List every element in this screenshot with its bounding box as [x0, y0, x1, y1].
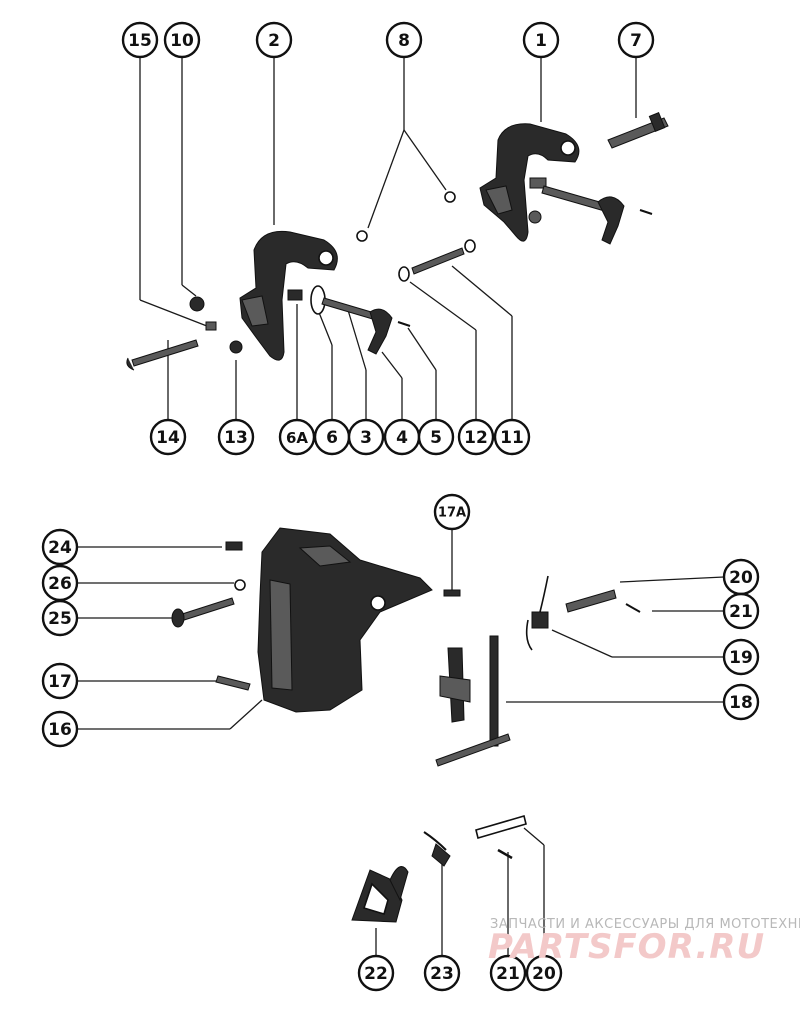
svg-text:24: 24	[48, 538, 72, 558]
callout-16: 16	[41, 710, 79, 748]
svg-text:3: 3	[360, 428, 372, 448]
svg-text:13: 13	[224, 428, 248, 448]
callout-24: 24	[41, 528, 79, 566]
clamp-screw-assembly-upper	[528, 177, 653, 245]
watermark-logo: PARTSFOR.RU	[488, 927, 765, 967]
svg-text:21: 21	[729, 602, 753, 622]
pin-11-and-washer-12	[398, 239, 476, 282]
svg-text:19: 19	[729, 648, 753, 668]
callout-5: 5	[417, 418, 455, 456]
callout-2: 2	[255, 21, 293, 59]
svg-text:23: 23	[430, 964, 454, 984]
svg-text:5: 5	[430, 428, 442, 448]
spacer-washers-8	[356, 191, 456, 242]
svg-text:17A: 17A	[438, 506, 466, 521]
svg-text:20: 20	[532, 964, 556, 984]
callout-8: 8	[385, 21, 423, 59]
svg-text:1: 1	[535, 31, 547, 51]
watermark-caption: ЗАПЧАСТИ И АКСЕССУАРЫ ДЛЯ МОТОТЕХНИКИ	[490, 917, 800, 932]
callout-6A: 6A	[278, 418, 316, 456]
callout-7: 7	[617, 21, 655, 59]
svg-text:21: 21	[496, 964, 520, 984]
nut-10-spring-15-nut-13	[189, 296, 243, 354]
clamp-bracket-1	[479, 123, 580, 242]
callout-20-bottom: 20	[525, 954, 563, 992]
svg-text:14: 14	[156, 428, 180, 448]
leader-lines	[78, 56, 725, 956]
callout-22: 22	[357, 954, 395, 992]
callout-26: 26	[41, 564, 79, 602]
svg-text:18: 18	[729, 693, 753, 713]
clamp-bracket-2	[239, 230, 338, 361]
svg-text:16: 16	[48, 720, 72, 740]
tilt-rod-14	[126, 339, 199, 371]
clamp-screw-assembly-lower	[287, 285, 411, 355]
callout-21-middle: 21	[722, 592, 760, 630]
callout-12: 12	[457, 418, 495, 456]
svg-text:2: 2	[268, 31, 280, 51]
callout-18: 18	[722, 683, 760, 721]
svg-text:26: 26	[48, 574, 72, 594]
tilt-lever-18	[435, 635, 511, 767]
svg-text:6A: 6A	[286, 429, 308, 447]
callout-1: 1	[522, 21, 560, 59]
callout-10: 10	[163, 21, 201, 59]
svg-text:10: 10	[170, 31, 194, 51]
callout-3: 3	[347, 418, 385, 456]
svg-text:6: 6	[326, 428, 338, 448]
clamp-screw-7	[607, 112, 669, 149]
svg-text:11: 11	[500, 428, 524, 448]
svg-text:20: 20	[729, 568, 753, 588]
callout-13: 13	[217, 418, 255, 456]
swivel-bracket-16	[257, 527, 433, 713]
callout-6: 6	[313, 418, 351, 456]
svg-text:12: 12	[464, 428, 488, 448]
callout-21-bottom: 21	[489, 954, 527, 992]
small-bolts-24-26-25-17	[171, 541, 461, 691]
callout-17A: 17A	[433, 493, 471, 531]
callout-14: 14	[149, 418, 187, 456]
callout-19: 19	[722, 638, 760, 676]
svg-text:4: 4	[396, 428, 408, 448]
watermark: ЗАПЧАСТИ И АКСЕССУАРЫ ДЛЯ МОТОТЕХНИКИ PA…	[488, 917, 800, 967]
svg-text:8: 8	[398, 31, 410, 51]
svg-text:22: 22	[364, 964, 388, 984]
callout-17: 17	[41, 662, 79, 700]
callout-23: 23	[423, 954, 461, 992]
svg-text:7: 7	[630, 31, 642, 51]
callout-20-middle: 20	[722, 558, 760, 596]
spring-19-pin-20-cotter-21	[525, 575, 641, 651]
callout-25: 25	[41, 599, 79, 637]
callout-4: 4	[383, 418, 421, 456]
spring-23	[423, 831, 451, 867]
svg-text:15: 15	[128, 31, 152, 51]
callout-11: 11	[493, 418, 531, 456]
tilt-handle-22	[351, 866, 409, 923]
pin-20-cotter-21-bottom	[475, 814, 527, 860]
callout-15: 15	[121, 21, 159, 59]
svg-text:17: 17	[48, 672, 72, 692]
svg-text:25: 25	[48, 609, 72, 629]
